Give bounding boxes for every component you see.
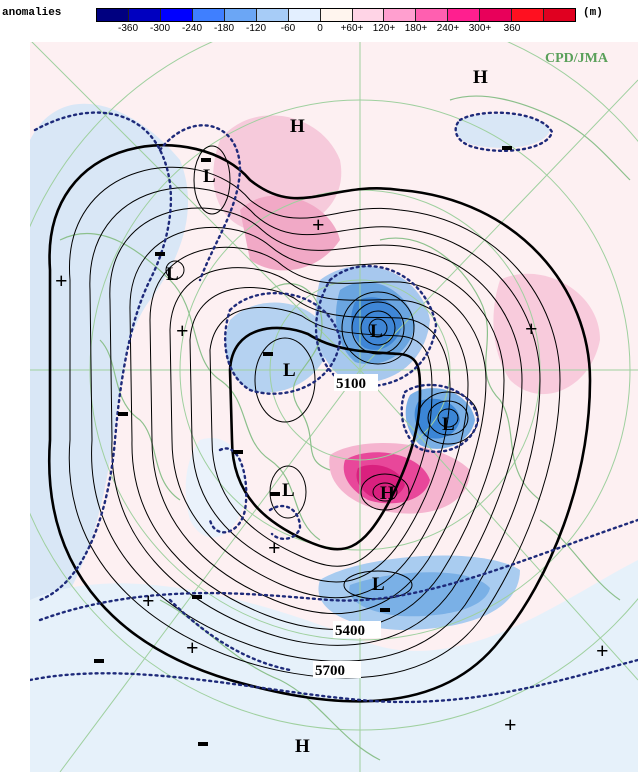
negative-anomaly-mark (380, 608, 390, 612)
geopotential-height-map: + + + + + + + + + H H H H L (30, 42, 638, 772)
colorbar-swatch (128, 9, 161, 21)
colorbar-swatch (224, 9, 257, 21)
positive-anomaly-mark: + (504, 712, 517, 737)
colorbar-swatch (512, 9, 545, 21)
contour-value-labels: 5100 5400 5700 (313, 374, 381, 679)
contour-label-5100: 5100 (336, 376, 366, 392)
colorbar-tick-label: 0 (317, 23, 323, 34)
pressure-centers: H H H H L L L L L L L (166, 67, 488, 757)
colorbar-tick-label: -120 (245, 23, 267, 34)
low-center-label: L (166, 264, 179, 285)
height-contours (68, 145, 561, 679)
legend-unit: (m) (583, 7, 603, 19)
map-credit: CPD/JMA (545, 51, 609, 66)
negative-anomaly-mark (94, 659, 104, 663)
positive-anomaly-mark: + (268, 535, 281, 560)
low-center-label: L (370, 321, 383, 342)
colorbar-tick-label: 180+ (404, 23, 428, 34)
high-center-label: H (473, 67, 488, 88)
positive-anomaly-mark: + (596, 638, 609, 663)
negative-anomaly-mark (270, 492, 280, 496)
colorbar-swatch (352, 9, 385, 21)
contour-label-5700: 5700 (315, 663, 345, 679)
anomaly-colorbar (96, 8, 576, 22)
negative-anomaly-mark (233, 450, 243, 454)
contour-label-5400: 5400 (335, 623, 365, 639)
colorbar-tick-label: -60 (280, 23, 296, 34)
low-center-label: L (442, 414, 455, 435)
high-center-label: H (380, 483, 395, 504)
negative-anomaly-mark (192, 595, 202, 599)
colorbar-tick-label: -300 (149, 23, 171, 34)
positive-anomaly-mark: + (176, 318, 189, 343)
negative-anomaly-mark (198, 742, 208, 746)
colorbar-tick-label: 240+ (436, 23, 460, 34)
positive-anomaly-mark: + (55, 268, 68, 293)
colorbar-tick-label: -360 (117, 23, 139, 34)
negative-anomaly-mark (502, 146, 512, 150)
negative-anomaly-mark (118, 412, 128, 416)
colorbar-tick-label: +60+ (340, 23, 364, 34)
anomaly-symbols: + + + + + + + + + (55, 146, 609, 746)
colorbar-swatch (416, 9, 449, 21)
positive-anomaly-mark: + (186, 635, 199, 660)
colorbar-swatch (320, 9, 353, 21)
positive-anomaly-mark: + (312, 212, 325, 237)
low-center-label: L (203, 166, 216, 187)
colorbar-tick-label: 360 (503, 23, 521, 34)
high-center-label: H (295, 736, 310, 757)
high-center-label: H (290, 116, 305, 137)
low-center-label: L (282, 480, 295, 501)
colorbar-tick-label: -240 (181, 23, 203, 34)
colorbar-swatch (160, 9, 193, 21)
colorbar-tick-label: 120+ (372, 23, 396, 34)
legend-header: anomalies (m) -360 -300 -240 -180 -120 -60 0 +6… (0, 0, 640, 40)
negative-anomaly-mark (155, 252, 165, 256)
colorbar-swatch (256, 9, 289, 21)
colorbar-tick-label: 300+ (468, 23, 492, 34)
negative-anomaly-mark (201, 158, 211, 162)
colorbar-swatch (288, 9, 321, 21)
low-center-label: L (283, 360, 296, 381)
colorbar-swatch (544, 9, 576, 21)
colorbar-ticks: -360 -300 -240 -180 -120 -60 0 +60+ 120+ 180+ 240+… (96, 23, 576, 37)
colorbar-swatch (192, 9, 225, 21)
colorbar-swatch (97, 9, 129, 21)
colorbar-swatch (480, 9, 513, 21)
positive-anomaly-mark: + (142, 588, 155, 613)
zero-anomaly-lines (30, 111, 638, 704)
positive-anomaly-mark: + (525, 316, 538, 341)
colorbar-tick-label: -180 (213, 23, 235, 34)
negative-anomaly-mark (263, 352, 273, 356)
legend-label: anomalies (2, 7, 62, 19)
colorbar-swatch (448, 9, 481, 21)
graticule (30, 42, 638, 772)
low-center-label: L (372, 574, 385, 595)
colorbar-swatch (384, 9, 417, 21)
